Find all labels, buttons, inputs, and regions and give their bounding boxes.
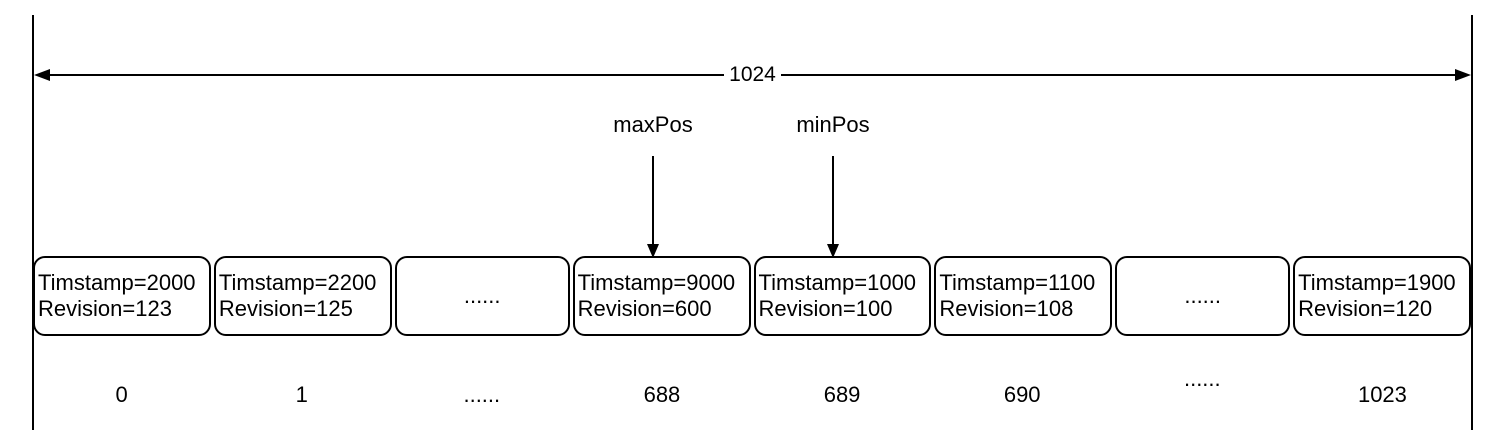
slot-revision: Revision=100 [758,296,893,321]
slot-index-688: 688 [643,382,681,407]
slot-timestamp: Timstamp=9000 [577,270,736,295]
slot-index-0: 0 [115,382,128,407]
slot-timestamp: Timstamp=1900 [1298,270,1456,295]
slot-0: Timstamp=2000 Revision=123 [33,256,211,336]
right-boundary-line [1471,15,1473,430]
slot-revision: Revision=125 [218,296,353,321]
slot-index-1: 1 [295,382,308,407]
span-arrow-line-right [780,74,1455,76]
left-boundary-line [32,15,34,430]
maxpos-pointer: maxPos [591,112,715,258]
minpos-pointer: minPos [771,112,895,258]
slot-revision: Revision=108 [939,296,1074,321]
slot-index-690: 690 [1003,382,1041,407]
slot-index-689: 689 [823,382,861,407]
slot-revision: Revision=600 [577,296,712,321]
slot-revision: Revision=120 [1298,296,1433,321]
ellipsis-text: ...... [463,283,501,308]
ellipsis-text: ...... [1184,283,1222,308]
slot-1: Timstamp=2200 Revision=125 [213,256,392,336]
slot-688: Timstamp=9000 Revision=600 [572,256,751,336]
slot-revision: Revision=123 [38,296,172,321]
slot-index-ellipsis-right: ...... [1183,366,1221,391]
maxpos-label: maxPos [613,112,693,137]
minpos-label: minPos [796,112,870,137]
minpos-arrowhead-icon [827,244,839,258]
minpos-arrow-line [832,156,834,244]
slot-timestamp: Timstamp=2000 [38,270,196,295]
slot-timestamp: Timstamp=2200 [218,270,377,295]
slot-index-1023: 1023 [1357,382,1407,407]
slot-ellipsis-left: ...... [394,256,570,336]
slot-689: Timstamp=1000 Revision=100 [753,256,932,336]
slot-row: Timstamp=2000 Revision=123 Timstamp=2200… [33,256,1471,336]
index-row: 0 1 ...... 688 689 690 ...... 1023 [33,366,1471,408]
slot-index-ellipsis-left: ...... [463,382,501,407]
span-arrow-line-left [50,74,725,76]
arrowhead-left-icon [34,69,50,81]
maxpos-arrow-line [652,156,654,244]
capacity-span-arrow: 1024 [34,64,1471,86]
slot-690: Timstamp=1100 Revision=108 [934,256,1113,336]
capacity-label: 1024 [729,63,776,86]
slot-timestamp: Timstamp=1100 [939,270,1096,295]
arrowhead-right-icon [1455,69,1471,81]
slot-1023: Timstamp=1900 Revision=120 [1293,256,1471,336]
slot-timestamp: Timstamp=1000 [758,270,917,295]
slot-ellipsis-right: ...... [1115,256,1291,336]
maxpos-arrowhead-icon [647,244,659,258]
